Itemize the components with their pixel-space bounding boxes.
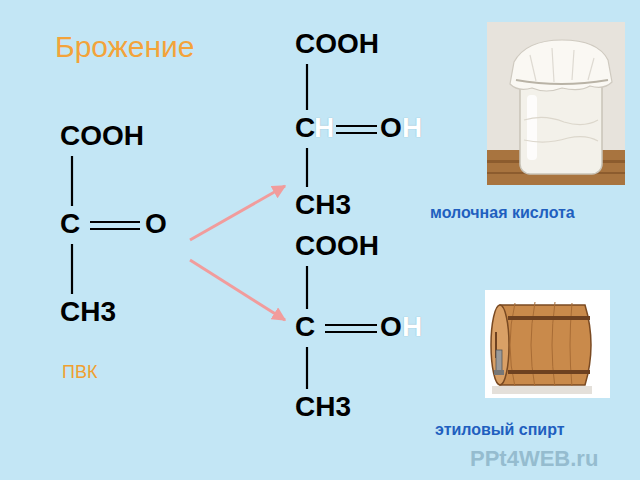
barrel-photo [485,290,610,398]
reaction-arrow [190,186,285,240]
formula-part: COOH [295,30,379,58]
bond-line [306,64,308,110]
bond-line [90,228,140,230]
watermark: PPt4WEB.ru [470,446,598,472]
formula-part: H [314,114,334,142]
formula-part: O [380,313,402,341]
bond-line [71,156,73,206]
reaction-arrow [190,260,285,320]
image-caption: этиловый спирт [435,420,565,439]
formula-part: C [60,210,80,238]
formula-part: O [145,210,167,238]
compound-name: ПВК [62,363,97,383]
formula-part: O [380,114,402,142]
title: Брожение [55,30,194,63]
molecule-structure: COOH C O CH3ПВК [50,118,190,393]
bond-line [306,266,308,309]
molecule-structure: COOHCHOHCH3 [285,26,435,226]
bond-line [336,125,377,127]
formula-part: COOH [295,232,379,260]
bond-line [325,324,377,326]
jar-photo [487,22,625,185]
bond-line [306,347,308,389]
bond-line [90,221,140,223]
formula-part: C [295,313,315,341]
formula-part: H [402,313,422,341]
formula-part: CH3 [295,191,351,219]
bond-line [306,148,308,187]
bond-line [336,132,377,134]
formula-part: H [402,114,422,142]
formula-part: CH3 [295,393,351,421]
bond-line [71,244,73,294]
formula-part: CH3 [60,298,116,326]
chemical-bond [50,118,190,393]
image-caption: молочная кислота [430,203,575,222]
formula-part: COOH [60,122,144,150]
formula-part: C [295,114,315,142]
bond-line [325,331,377,333]
molecule-structure: COOH C OH CH3 [285,228,435,428]
